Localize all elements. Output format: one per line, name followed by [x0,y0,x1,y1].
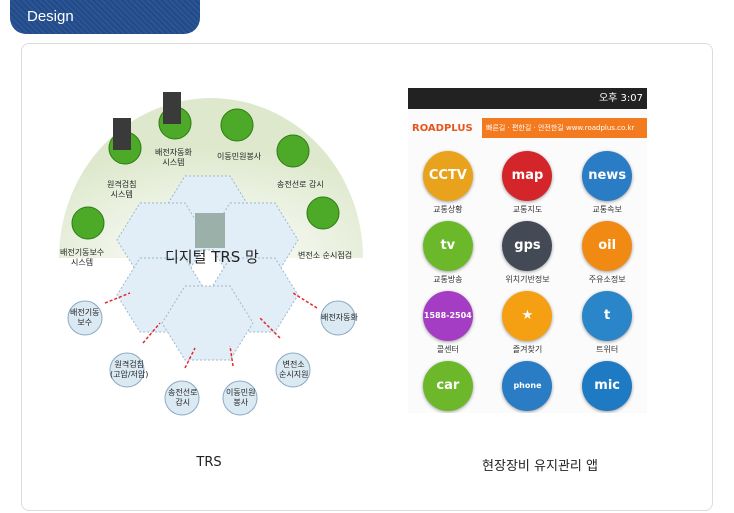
app-menu-item[interactable]: map 교통지도 [488,151,568,215]
outer-node-label: 배전자동화 시스템 [155,148,192,167]
status-time: 오후 3:07 [598,93,643,104]
trs-caption: TRS [196,455,222,470]
app-screenshot: 오후 3:07 ROADPLUS 빠른길 · 편한길 · 안전한길 www.ro… [408,88,647,413]
outer-node-label: 원격검침 시스템 [107,180,137,199]
outer-node-label: 변전소 순시점검 [298,251,353,260]
star-icon: ★ [502,291,553,341]
app-menu-label: 교통속보 [592,205,622,214]
banner: 빠른길 · 편한길 · 안전한길 www.roadplus.co.kr [482,118,647,138]
app-menu-item[interactable]: t 트위터 [567,291,647,355]
app-menu-item[interactable]: oil 주유소정보 [567,221,647,285]
app-menu-item[interactable]: gps 위치기반정보 [488,221,568,285]
app-menu-label: 교통방송 [433,275,463,284]
outer-node-label: 배전기동보수 시스템 [60,248,105,267]
t-icon: t [582,291,633,341]
trs-center-label: 디지털 TRS 망 [165,248,259,266]
app-menu-item[interactable]: mic음성인식 [567,361,647,413]
app-menu-label: 위치기반정보 [505,275,550,284]
app-caption: 현장장비 유지관리 앱 [482,459,598,474]
news-icon: news [582,151,633,201]
inner-node-label: 배전자동화 [321,313,358,322]
outer-node-label: 송전선로 감시 [277,180,324,189]
trs-diagram-graphic [59,92,363,416]
app-menu-item[interactable]: news 교통속보 [567,151,647,215]
15882504-icon: 1588-2504 [422,291,473,341]
car-icon: car [422,361,473,411]
app-menu-label: 콜센터 [436,345,459,354]
oil-icon: oil [582,221,633,271]
app-menu-label: 교통지도 [512,205,543,214]
trs-diagram: 디지털 TRS 망 배전기동보수 시스템 원격검침 시스템 배전자동화 시스템 … [55,88,367,423]
app-menu-item[interactable]: tv 교통방송 [408,221,488,285]
CCTV-icon: CCTV [422,151,473,201]
gps-icon: gps [502,221,553,271]
app-menu-label: 트위터 [596,345,619,354]
phone-icon: phone [502,361,553,411]
app-menu-item[interactable]: CCTV 교통상황 [408,151,488,215]
app-menu-item[interactable]: 1588-2504 콜센터 [408,291,488,355]
app-grid: CCTV 교통상황 map 교통지도 news 교통속보 tv 교통방송 gps 위치기반정보 oi… [408,141,647,413]
status-bar: 오후 3:07 [408,88,647,109]
app-menu-item[interactable]: phone상황제보 [488,361,568,413]
inner-node-label: 변전소 순시지원 [279,360,309,379]
app-menu-item[interactable]: carTrOASIS [408,361,488,413]
design-tab[interactable]: Design [10,0,200,34]
roadplus-logo: ROADPLUS [412,122,473,134]
mic-icon: mic [582,361,633,411]
map-icon: map [502,151,553,201]
inner-node-label: 이동민원 봉사 [226,388,256,407]
inner-node-label: 배전기동 보수 [70,308,100,327]
app-header: ROADPLUS 빠른길 · 편한길 · 안전한길 www.roadplus.c… [408,115,647,141]
app-menu-label: 즐겨찾기 [512,345,543,354]
inner-node-label: 송전선로 감시 [168,388,198,407]
app-menu-label: 교통상황 [433,205,463,214]
outer-node-label: 이동민원봉사 [217,152,262,161]
content-panel [21,43,713,511]
inner-node-label: 원격검침 (고압/저압) [110,360,149,379]
tv-icon: tv [422,221,473,271]
app-menu-item[interactable]: ★ 즐겨찾기 [488,291,568,355]
app-menu-label: 주유소정보 [588,275,626,284]
